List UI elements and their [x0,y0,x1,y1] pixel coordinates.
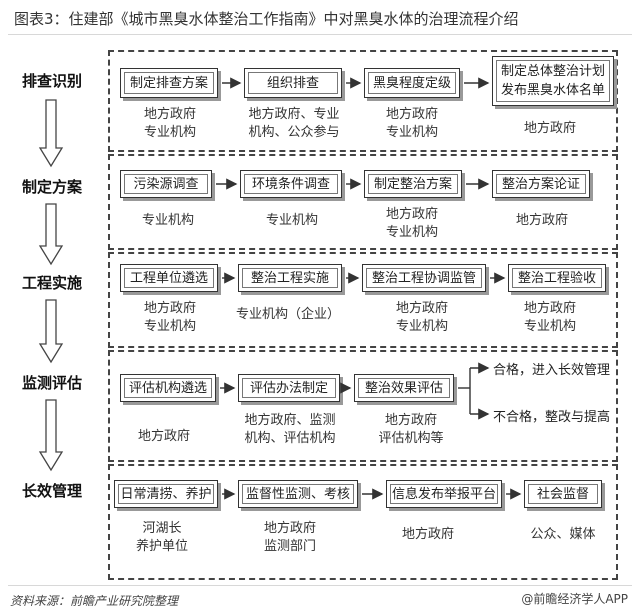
step-box: 工程单位遴选 [120,264,218,292]
actor-label: 地方政府专业机构 [385,107,438,140]
actor-label: 地方政府监测部门 [263,521,316,554]
actor-label: 地方政府专业机构 [143,107,196,140]
stage-panel-monitoring [108,350,618,462]
actor-label: 专业机构 [265,213,318,228]
stage-label-monitoring: 监测评估 [21,374,82,392]
stage-panel-screening [108,50,618,152]
step-box: 信息发布举报平台 [386,480,502,508]
down-arrow [38,203,64,266]
step-box: 监督性监测、考核 [238,480,358,508]
step-box: 制定总体整治计划发布黑臭水体名单 [492,56,614,106]
actor-label: 专业机构 [141,213,194,228]
down-arrow [38,299,64,364]
step-box: 整治工程实施 [238,264,342,292]
step-box: 制定整治方案 [364,170,462,198]
actor-label: 专业机构（企业） [235,307,340,322]
actor-label: 地方政府 [137,429,190,444]
step-box: 整治工程协调监管 [362,264,486,292]
source-note: 资料来源：前瞻产业研究院整理 [10,594,179,608]
stage-down-arrows [38,99,64,472]
step-arrows [216,77,522,500]
actor-label: 地方政府 [401,527,454,542]
stage-label-planning: 制定方案 [21,178,82,196]
outcome-pass: 合格，进入长效管理 [493,363,611,378]
outcome-branch [458,362,490,420]
step-box: 评估办法制定 [238,374,340,402]
actor-label: 地方政府、专业机构、公众参与 [248,107,340,140]
actor-label: 地方政府专业机构 [523,301,576,334]
actor-label: 地方政府 [515,213,568,228]
actor-label: 地方政府专业机构 [385,207,438,240]
step-box: 黑臭程度定级 [364,68,460,98]
actor-label: 地方政府评估机构等 [378,413,444,446]
down-arrow [38,99,64,168]
footer-divider [8,585,632,586]
stage-label-construction: 工程实施 [21,274,82,292]
actor-label: 公众、媒体 [530,527,596,542]
brand-mark: @前瞻经济学人APP [521,590,628,607]
actor-label: 地方政府、监测机构、评估机构 [244,413,336,446]
outcome-fail: 不合格，整改与提高 [493,410,611,425]
step-box: 整治方案论证 [492,170,590,198]
actor-label: 地方政府专业机构 [395,301,448,334]
brand-text: @前瞻经济学人APP [521,592,628,606]
down-arrow [38,399,64,472]
stage-label-long-term: 长效管理 [21,482,82,500]
actor-label: 地方政府专业机构 [143,301,196,334]
figure-title: 图表3：住建部《城市黑臭水体整治工作指南》中对黑臭水体的治理流程介绍 [14,10,519,28]
stage-panel-construction [108,252,618,348]
actor-label: 地方政府 [523,121,576,136]
title-divider [8,34,632,35]
stage-panel-planning [108,154,618,250]
stage-label-screening: 排查识别 [21,72,82,90]
stage-panel-long-term [108,464,618,580]
step-box: 整治工程验收 [508,264,606,292]
actor-label: 河湖长养护单位 [135,521,188,554]
